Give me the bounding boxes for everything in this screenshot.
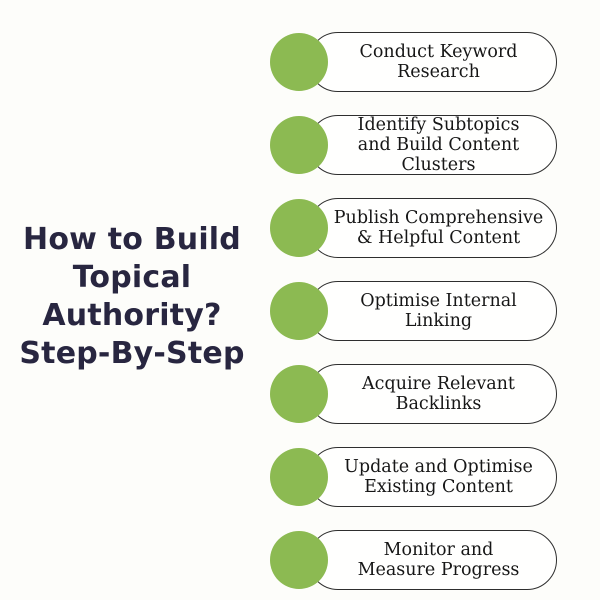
page-title-line: How to Build [23,222,241,257]
step-label: Acquire Relevant [362,374,515,394]
page-title-line: Topical [72,260,192,295]
step-label: Measure Progress [357,560,520,580]
step-row-1: Conduct Keyword Research [270,32,560,92]
page-title-line: Step-By-Step [19,336,245,371]
step-row-7: Monitor and Measure Progress [270,530,560,590]
step-label: Existing Content [364,477,513,497]
step-pill: Optimise Internal Linking [308,281,557,341]
step-label: and Build Content [357,135,520,155]
step-label: Identify Subtopics [357,115,520,135]
step-label: Optimise Internal [360,291,517,311]
page-title: How to Build Topical Authority? Step-By-… [0,221,264,373]
step-bullet-circle [270,531,328,589]
step-label: Backlinks [395,394,482,414]
page-title-line: Authority? [42,298,222,333]
step-bullet-circle [270,33,328,91]
step-label: Monitor and [383,540,494,560]
step-bullet-circle [270,116,328,174]
step-row-2: Identify Subtopics and Build Content Clu… [270,115,560,175]
step-row-4: Optimise Internal Linking [270,281,560,341]
step-row-6: Update and Optimise Existing Content [270,447,560,507]
step-bullet-circle [270,365,328,423]
step-row-3: Publish Comprehensive & Helpful Content [270,198,560,258]
step-pill: Identify Subtopics and Build Content Clu… [308,115,557,175]
step-pill: Acquire Relevant Backlinks [308,364,557,424]
step-row-5: Acquire Relevant Backlinks [270,364,560,424]
step-pill: Publish Comprehensive & Helpful Content [308,198,557,258]
step-pill: Monitor and Measure Progress [308,530,557,590]
step-bullet-circle [270,282,328,340]
step-bullet-circle [270,199,328,257]
step-label: Conduct Keyword [359,42,518,62]
step-pill: Update and Optimise Existing Content [308,447,557,507]
step-label: Update and Optimise [344,457,533,477]
step-label: Publish Comprehensive [333,208,544,228]
step-label: Clusters [401,155,476,175]
step-pill: Conduct Keyword Research [308,32,557,92]
step-label: & Helpful Content [356,228,521,248]
steps-list: Conduct Keyword Research Identify Subtop… [270,32,560,590]
step-label: Linking [404,311,473,331]
step-bullet-circle [270,448,328,506]
step-label: Research [397,62,480,82]
